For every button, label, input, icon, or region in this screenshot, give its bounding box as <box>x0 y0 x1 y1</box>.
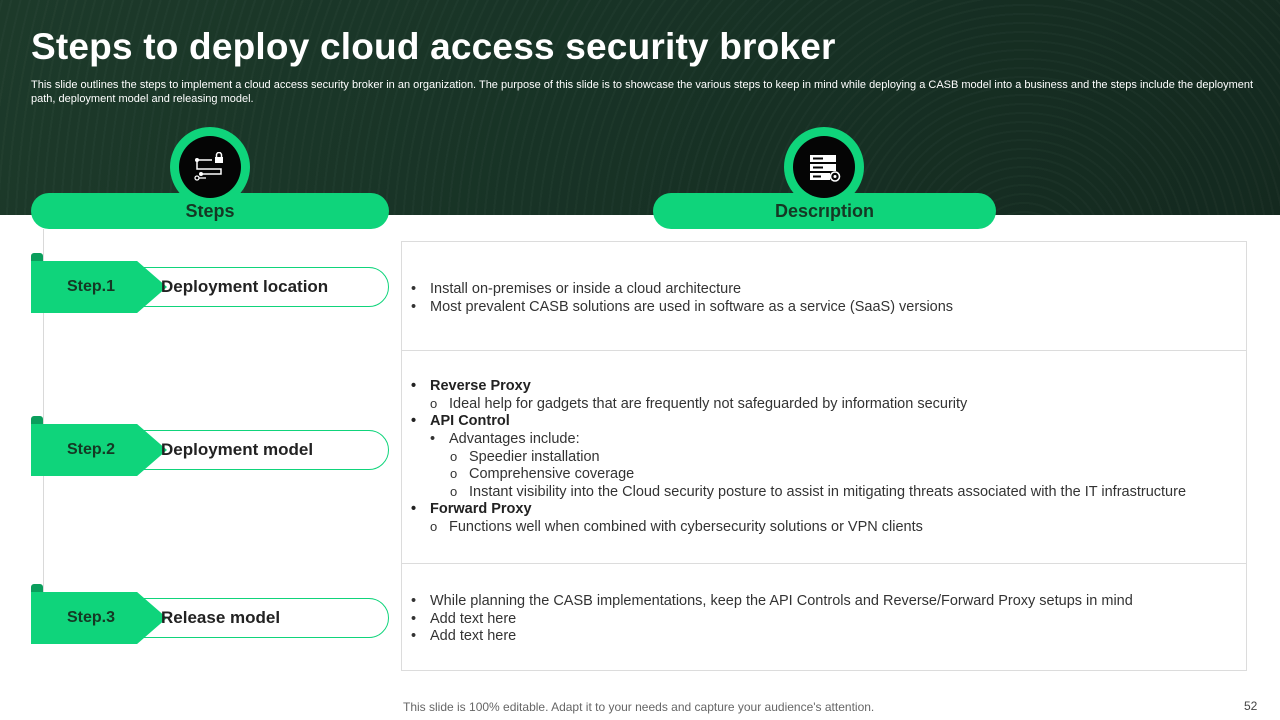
step-row-3: Step.3 Release model <box>31 584 390 644</box>
list-item: •API Control <box>411 413 510 429</box>
description-box-1: •Install on-premises or inside a cloud a… <box>401 241 1247 350</box>
step-row-2: Step.2 Deployment model <box>31 416 390 476</box>
list-item: •Most prevalent CASB solutions are used … <box>411 299 954 315</box>
list-item: •While planning the CASB implementations… <box>411 593 1133 609</box>
footer-note: This slide is 100% editable. Adapt it to… <box>403 700 875 714</box>
step-tab <box>31 416 43 426</box>
list-item: •Add text here <box>411 611 517 627</box>
list-item: •Advantages include: <box>430 431 580 447</box>
step-name: Deployment location <box>161 277 329 296</box>
list-item: •Install on-premises or inside a cloud a… <box>411 281 742 297</box>
list-item: •Add text here <box>411 628 517 644</box>
steps-badge <box>170 127 250 207</box>
description-header: Description <box>653 193 996 229</box>
step-tag: Step.2 <box>31 424 167 476</box>
list-item: •Reverse Proxy <box>411 378 531 394</box>
step-tag: Step.1 <box>31 261 167 313</box>
list-item: •Forward Proxy <box>411 501 532 517</box>
server-settings-icon <box>810 155 841 182</box>
step-tag: Step.3 <box>31 592 167 644</box>
step-row-1: Step.1 Deployment location <box>31 253 390 313</box>
description-box-3: •While planning the CASB implementations… <box>401 563 1247 671</box>
step-name: Deployment model <box>161 440 314 459</box>
page-number: 52 <box>1244 699 1258 713</box>
slide-subtitle: This slide outlines the steps to impleme… <box>31 79 1254 105</box>
description-badge <box>784 127 864 207</box>
step-tab <box>31 253 43 263</box>
slide-title: Steps to deploy cloud access security br… <box>31 26 836 67</box>
network-lock-icon <box>194 152 223 181</box>
step-name: Release model <box>161 608 281 627</box>
step-tab <box>31 584 43 594</box>
